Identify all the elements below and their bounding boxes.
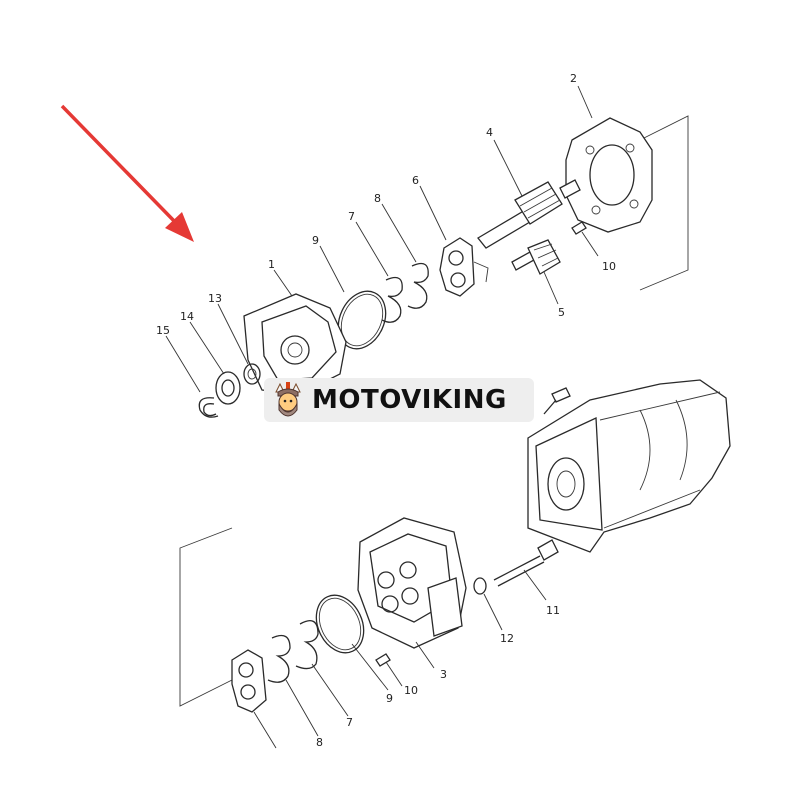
brand-watermark: MOTOVIKING xyxy=(264,378,534,422)
callout-labels: 1 2 3 4 5 6 7 7 8 8 9 9 10 10 11 12 13 1… xyxy=(156,72,616,749)
part-2-rear-cover xyxy=(565,117,653,233)
upper-bracket-lines xyxy=(639,115,689,291)
part-7-seal-upper xyxy=(381,276,403,323)
part-13-washer xyxy=(243,363,261,385)
part-11-through-bolt xyxy=(493,539,559,587)
callout-9-upper: 9 xyxy=(312,234,319,247)
callout-15: 15 xyxy=(156,324,170,337)
part-14-bearing xyxy=(215,371,241,405)
callout-1: 1 xyxy=(268,258,275,271)
part-10-dowel-pin-upper xyxy=(571,221,587,235)
callout-13: 13 xyxy=(208,292,222,305)
lower-bracket-lines xyxy=(179,527,233,707)
part-5-driven-gear xyxy=(511,239,561,275)
viking-mascot-icon xyxy=(275,382,301,417)
part-9-o-ring-lower xyxy=(315,594,365,654)
callout-4: 4 xyxy=(486,126,493,139)
part-15-snap-ring xyxy=(198,397,219,418)
callout-14: 14 xyxy=(180,310,194,323)
callout-10-upper: 10 xyxy=(602,260,616,273)
part-8-seal-lower xyxy=(267,634,291,683)
callout-5: 5 xyxy=(558,306,565,319)
callout-8-upper: 8 xyxy=(374,192,381,205)
part-12-washer xyxy=(473,577,487,595)
part-7-seal-lower xyxy=(295,620,319,670)
callout-2: 2 xyxy=(570,72,577,85)
callout-7-upper: 7 xyxy=(348,210,355,223)
part-6-wear-plate xyxy=(439,237,475,297)
callout-3: 3 xyxy=(440,668,447,681)
brand-name: MOTOVIKING xyxy=(312,385,507,415)
callout-6: 6 xyxy=(412,174,419,187)
pump-housing-assembly xyxy=(527,379,731,553)
part-4-drive-shaft xyxy=(477,179,581,249)
callout-11: 11 xyxy=(546,604,560,617)
leader-lines xyxy=(165,85,599,749)
part-1-front-cover xyxy=(243,293,347,395)
part-9-o-ring-upper xyxy=(337,290,387,350)
callout-7-lower: 7 xyxy=(346,716,353,729)
callout-10-lower: 10 xyxy=(404,684,418,697)
bolt-small xyxy=(543,387,571,415)
callout-12: 12 xyxy=(500,632,514,645)
callout-9-lower: 9 xyxy=(386,692,393,705)
part-8-seal-upper xyxy=(407,262,429,309)
callout-8-lower: 8 xyxy=(316,736,323,749)
part-10-dowel-pin-lower xyxy=(375,653,391,667)
part-3-gear-housing xyxy=(357,517,467,649)
pointer-arrow-icon xyxy=(60,104,194,242)
part-6-wear-plate-lower xyxy=(231,649,267,713)
